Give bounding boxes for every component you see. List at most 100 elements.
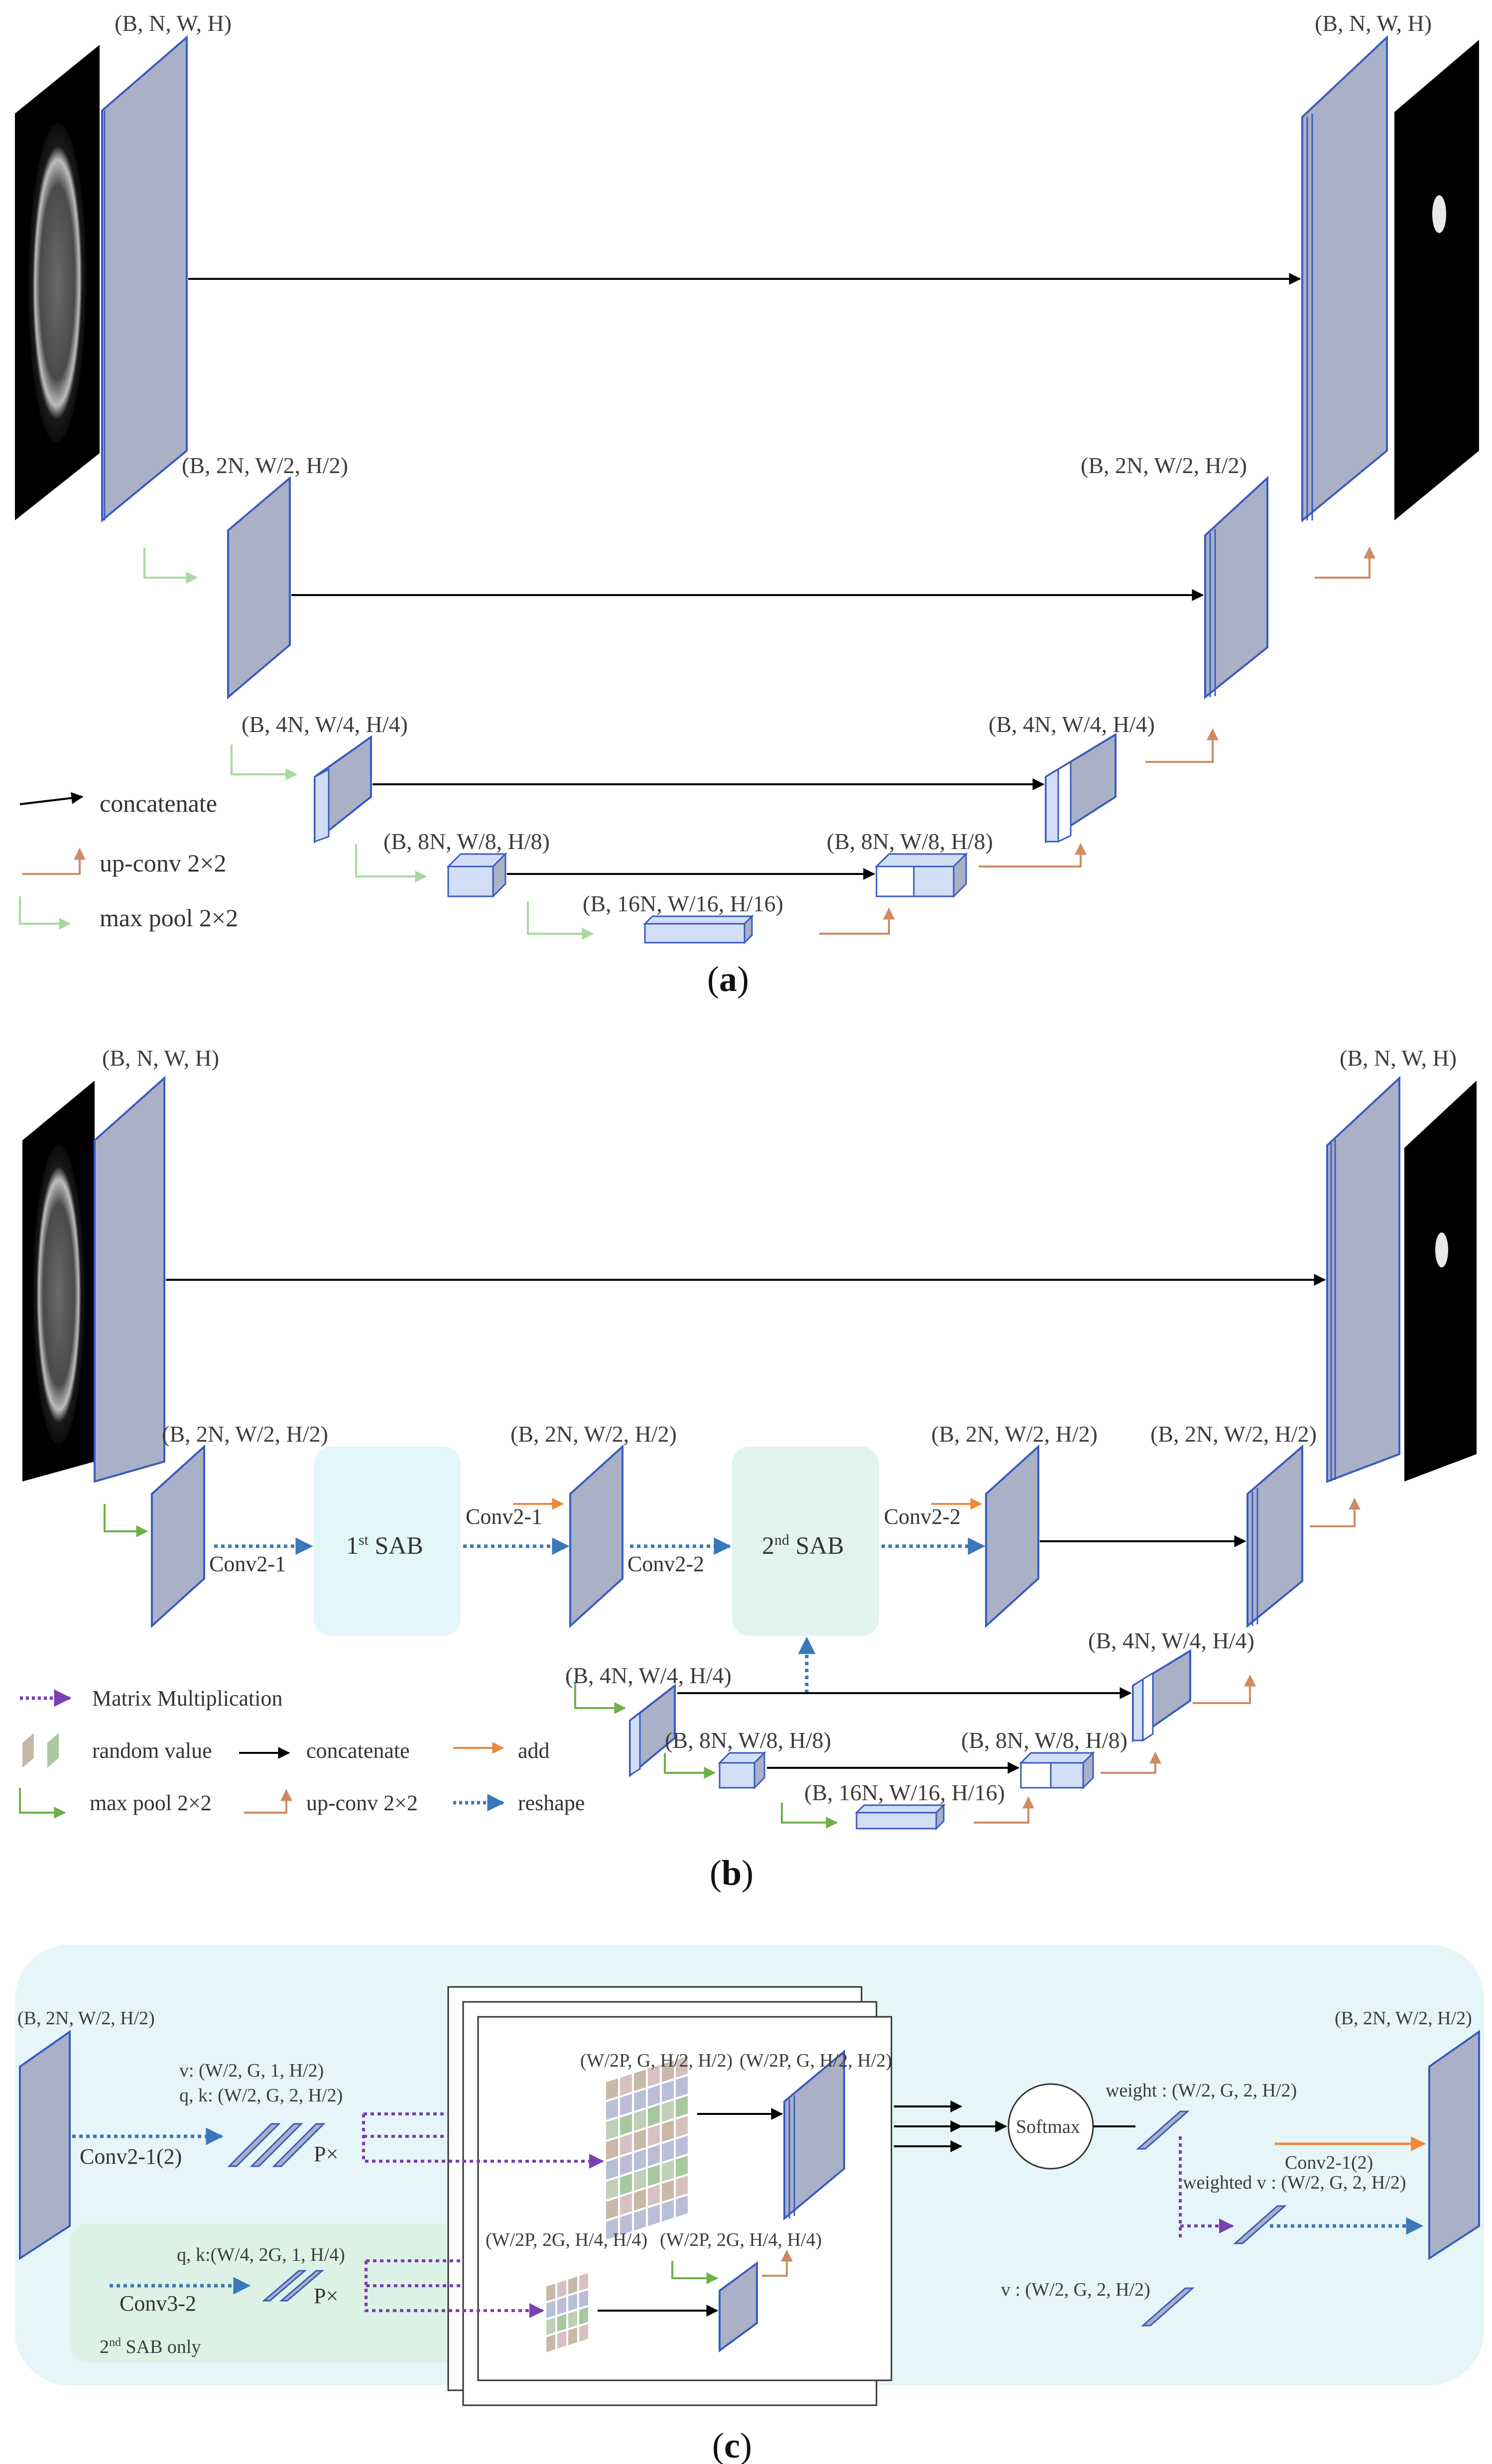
sab2-label: 2nd SAB bbox=[762, 1531, 844, 1559]
qk-small-slabs bbox=[261, 2270, 325, 2302]
mri-input-image-b bbox=[22, 1081, 95, 1481]
output-block-c bbox=[1428, 2030, 1480, 2260]
upconv-arrow-4 bbox=[819, 907, 895, 935]
sab2-box bbox=[732, 1447, 879, 1636]
grid-tile bbox=[577, 2321, 590, 2344]
dim-a-r3: (B, 4N, W/4, H/4) bbox=[989, 712, 1155, 737]
panel-b: (B, N, W, H) (B, N, W, H) (B, 2N, W/2, H… bbox=[19, 1045, 1477, 1893]
dim-b-l5: (B, 16N, W/16, H/16) bbox=[804, 1780, 1005, 1805]
encoder-block-1 bbox=[101, 35, 188, 523]
legend-b-maxpool: max pool 2×2 bbox=[90, 1791, 212, 1815]
caption-c: (c) bbox=[712, 2426, 752, 2464]
caption-b-letter: b bbox=[722, 1853, 742, 1893]
legend-random-swatch-2 bbox=[47, 1733, 59, 1768]
encoder-block-b3 bbox=[629, 1683, 676, 1778]
legend-b-random: random value bbox=[92, 1738, 212, 1763]
dim-c-qk: q, k: (W/2, G, 2, H/2) bbox=[179, 2085, 343, 2106]
upconv-arrow-1 bbox=[1315, 546, 1375, 579]
maxpool-arrow-3 bbox=[355, 844, 427, 882]
dim-a-r4: (B, 8N, W/8, H/8) bbox=[827, 829, 993, 854]
segmentation-output-image-b bbox=[1404, 1081, 1477, 1481]
legend-upconv-arrow bbox=[22, 848, 86, 875]
grid-tile bbox=[632, 2206, 648, 2233]
upconv-arrow-b1 bbox=[1310, 1497, 1361, 1527]
upconv-arrow-c bbox=[762, 2249, 793, 2277]
dim-b-l3: (B, 4N, W/4, H/4) bbox=[565, 1663, 732, 1688]
attention-grid-small bbox=[544, 2270, 590, 2355]
matmul-lines-bottom bbox=[365, 2259, 544, 2318]
conv-c-32: Conv3-2 bbox=[120, 2291, 196, 2316]
conv-b-c2b: Conv2-2 bbox=[884, 1504, 961, 1529]
matmul-lines-top bbox=[362, 2112, 604, 2169]
dim-b-r4: (B, 8N, W/8, H/8) bbox=[961, 1727, 1127, 1753]
bottleneck-block bbox=[643, 914, 754, 945]
maxpool-arrow-b1 bbox=[104, 1504, 148, 1537]
grid-tile bbox=[555, 2328, 568, 2351]
dim-c-weighted-v: weighted v : (W/2, G, 2, H/2) bbox=[1183, 2172, 1406, 2193]
sab1-label: 1st SAB bbox=[346, 1531, 423, 1559]
dim-b-r3: (B, 4N, W/4, H/4) bbox=[1088, 1628, 1254, 1653]
dim-c-input: (B, 2N, W/2, H/2) bbox=[17, 2008, 155, 2029]
dim-b-l1: (B, N, W, H) bbox=[102, 1045, 219, 1071]
legend-b: Matrix Multiplication random value conca… bbox=[19, 1686, 585, 1819]
dim-b-l4: (B, 8N, W/8, H/8) bbox=[665, 1727, 831, 1753]
legend-a-maxpool: max pool 2×2 bbox=[100, 904, 238, 932]
legend-a-concatenate: concatenate bbox=[100, 789, 217, 817]
grid-tile bbox=[646, 2202, 662, 2229]
px-top: P× bbox=[314, 2142, 338, 2166]
encoder-block-b1 bbox=[94, 1076, 165, 1483]
attention-output-block bbox=[783, 2049, 845, 2221]
grid-tile bbox=[544, 2332, 557, 2355]
panel-a: (B, N, W, H) (B, N, W, H) (B, 2N, W/2, H… bbox=[15, 10, 1479, 999]
maxpool-arrow-4 bbox=[527, 901, 594, 940]
decoder-block-b2 bbox=[1246, 1444, 1303, 1628]
sab1-box bbox=[314, 1447, 461, 1636]
caption-b: (b) bbox=[710, 1853, 753, 1893]
sab-block-b2 bbox=[985, 1444, 1039, 1628]
legend-b-add: add bbox=[518, 1738, 550, 1763]
dim-c-v-out: v : (W/2, G, 2, H/2) bbox=[1001, 2279, 1150, 2300]
conv-c-21: Conv2-1(2) bbox=[80, 2144, 182, 2169]
maxpool-arrow-2 bbox=[231, 744, 298, 780]
maxpool-arrow-b2 bbox=[574, 1683, 626, 1714]
panel-c: 2nd SAB only (B, 2N, W/2, H/2) Conv2-1(2… bbox=[15, 1945, 1484, 2464]
encoder-block-4 bbox=[446, 852, 507, 898]
decoder-block-4 bbox=[874, 852, 968, 898]
dim-c-grid: (W/2P, G, H/2, H/2) bbox=[580, 2050, 733, 2071]
dim-b-s1: (B, 2N, W/2, H/2) bbox=[510, 1421, 677, 1447]
px-bot: P× bbox=[314, 2284, 338, 2308]
segmentation-output-image bbox=[1394, 40, 1479, 520]
decoder-block-b3 bbox=[1132, 1649, 1191, 1742]
encoder-block-2 bbox=[227, 476, 291, 700]
dim-c-stack: (W/2P, G, H/2, H/2) bbox=[740, 2050, 892, 2071]
dim-b-s2: (B, 2N, W/2, H/2) bbox=[931, 1421, 1098, 1447]
dim-c-grid-small: (W/2P, 2G, H/4, H/4) bbox=[486, 2229, 647, 2250]
dim-a-l5: (B, 16N, W/16, H/16) bbox=[583, 891, 783, 916]
grid-tile bbox=[674, 2193, 690, 2220]
legend-b-maxpool-arrow bbox=[19, 1788, 66, 1819]
maxpool-arrow-1 bbox=[143, 548, 198, 584]
legend-b-reshape: reshape bbox=[518, 1791, 585, 1815]
dim-a-l3: (B, 4N, W/4, H/4) bbox=[242, 712, 408, 737]
upconv-arrow-b3 bbox=[1101, 1751, 1161, 1774]
caption-a: (a) bbox=[707, 959, 749, 999]
weighted-v-slab bbox=[1233, 2205, 1287, 2244]
legend-random-swatch-1 bbox=[22, 1733, 34, 1768]
decoder-block-3 bbox=[1045, 733, 1117, 844]
conv-b-c2a: Conv2-2 bbox=[627, 1552, 704, 1576]
dim-a-l2: (B, 2N, W/2, H/2) bbox=[182, 453, 348, 478]
dim-b-d2: (B, 2N, W/2, H/2) bbox=[1150, 1421, 1317, 1447]
caption-c-letter: c bbox=[724, 2426, 740, 2464]
grid-tile bbox=[660, 2197, 676, 2224]
dim-c-qk-small: q, k:(W/4, 2G, 1, H/4) bbox=[177, 2244, 345, 2265]
encoder-block-b2 bbox=[151, 1444, 205, 1628]
upconv-arrow-3 bbox=[979, 843, 1087, 867]
upconv-arrow-2 bbox=[1145, 728, 1219, 763]
upconv-arrow-b4 bbox=[974, 1796, 1034, 1824]
dim-a-l4: (B, 8N, W/8, H/8) bbox=[383, 829, 550, 854]
legend-maxpool-arrow bbox=[19, 896, 71, 930]
attention-grid bbox=[604, 2053, 690, 2242]
dim-a-r1: (B, N, W, H) bbox=[1315, 10, 1432, 36]
conv-b-c1a: Conv2-1 bbox=[209, 1552, 286, 1576]
